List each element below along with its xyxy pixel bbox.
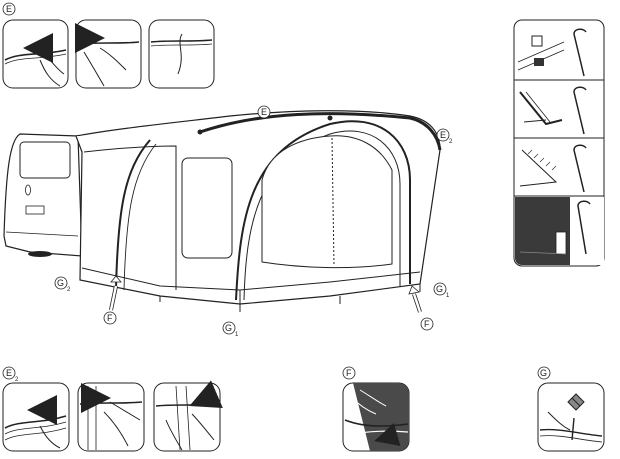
tent-window-front xyxy=(261,135,393,269)
peg-row-1 xyxy=(517,28,587,77)
peg-row-3 xyxy=(519,144,587,193)
label-e2-main: E xyxy=(440,130,446,140)
label-g1-bottom: G xyxy=(225,323,232,333)
hand-icon xyxy=(165,413,215,451)
label-g1-right-sub: 1 xyxy=(446,293,450,299)
peg-row-2 xyxy=(519,86,587,135)
label-e2-bottom-sub: 2 xyxy=(15,377,19,383)
peg-icon xyxy=(573,86,587,135)
awning-tent-icon xyxy=(75,110,442,312)
label-g2-main-sub: 2 xyxy=(67,287,71,293)
hand-icon xyxy=(39,425,61,449)
step-e2-group: E 2 xyxy=(2,366,223,452)
arrow-icon xyxy=(189,380,223,408)
peg-icon xyxy=(577,200,591,255)
step-e-group: E xyxy=(2,2,215,89)
step-e2-panel-2 xyxy=(77,382,145,452)
label-g2-main: G xyxy=(57,278,64,288)
label-e-top: E xyxy=(6,4,12,14)
arrow-icon xyxy=(109,285,118,311)
vehicle-icon xyxy=(3,133,83,257)
peg-icon xyxy=(573,28,587,77)
step-e-panel-1 xyxy=(2,19,69,89)
label-f-bottom: F xyxy=(346,368,352,378)
arrow-icon xyxy=(374,422,401,447)
mallet-icon xyxy=(567,393,585,411)
label-e-main: E xyxy=(261,107,267,117)
peg-icon xyxy=(573,144,587,193)
label-f-left: F xyxy=(107,313,113,323)
label-e2-main-sub: 2 xyxy=(449,139,453,145)
label-g1-right: G xyxy=(436,284,443,294)
peg-icon xyxy=(571,417,575,441)
step-g-group: G xyxy=(537,366,605,452)
step-f-group: F xyxy=(342,366,410,452)
tent-window-left xyxy=(181,157,233,259)
label-g-bottom: G xyxy=(540,368,547,378)
step-e-panel-3 xyxy=(148,19,215,89)
step-e-panel-2 xyxy=(75,19,142,89)
step-e2-panel-1 xyxy=(2,382,70,452)
peg-guide-panel xyxy=(513,19,605,267)
step-e2-panel-3 xyxy=(153,380,223,452)
hand-icon xyxy=(547,411,571,431)
label-f-right: F xyxy=(424,319,430,329)
label-g1-bottom-sub: 1 xyxy=(235,332,239,338)
peg-row-4 xyxy=(515,197,604,265)
hand-icon xyxy=(103,401,141,447)
label-e2-bottom: E xyxy=(6,368,12,378)
main-illustration: E E 2 G 2 G 1 G 1 F F xyxy=(3,105,453,338)
hand-icon xyxy=(349,389,387,415)
